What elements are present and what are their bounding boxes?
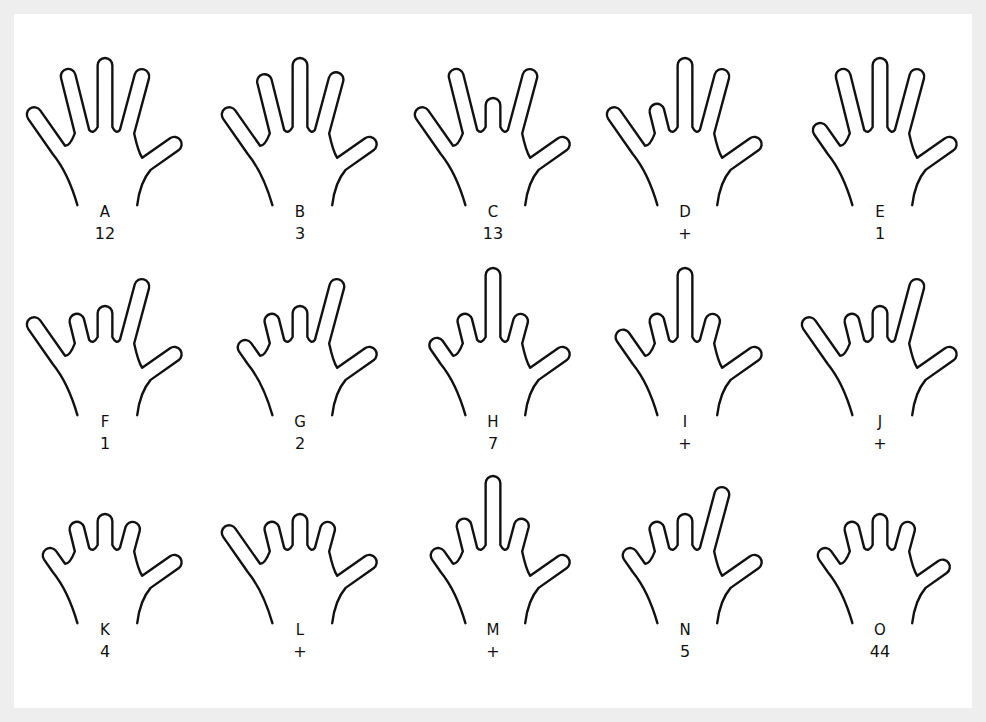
case-count: + (486, 643, 499, 660)
figure-letter: C (488, 204, 498, 221)
figure-letter: F (101, 414, 110, 431)
hand-outline (27, 58, 182, 205)
hand-outline (802, 279, 957, 415)
hand-outline (818, 514, 950, 623)
figure-letter: D (679, 204, 691, 221)
case-count: 12 (95, 225, 115, 242)
hand-outline (813, 58, 957, 205)
case-count: + (678, 435, 691, 452)
hand-outline (238, 279, 377, 415)
case-count: 2 (295, 435, 305, 452)
figure-letter: B (295, 204, 305, 221)
figure-letter: G (294, 414, 306, 431)
hand-outline (607, 58, 762, 205)
figure-letter: M (487, 622, 500, 639)
figure-letter: E (875, 204, 884, 221)
case-count: 5 (680, 643, 690, 660)
case-count: 4 (100, 643, 110, 660)
figure-letter: I (683, 414, 687, 431)
hand-outline (222, 514, 377, 623)
case-count: 7 (488, 435, 498, 452)
hand-outline (43, 514, 182, 623)
hand-outline (415, 69, 570, 205)
hand-outline (429, 268, 569, 415)
figure-letter: A (100, 204, 110, 221)
case-count: + (873, 435, 886, 452)
hand-outline (27, 279, 182, 415)
case-count: 1 (875, 225, 885, 242)
figure-letter: N (679, 622, 690, 639)
hand-outline (222, 58, 377, 205)
hand-outline (431, 476, 570, 623)
hand-outline (616, 268, 762, 415)
figure-letter: J (878, 414, 882, 431)
figure-letter: O (874, 622, 886, 639)
case-count: + (678, 225, 691, 242)
case-count: 44 (870, 643, 890, 660)
figure-letter: K (100, 622, 110, 639)
figure-letter: L (296, 622, 304, 639)
case-count: 3 (295, 225, 305, 242)
figure-panel (14, 14, 972, 708)
figure-letter: H (487, 414, 498, 431)
case-count: 13 (483, 225, 503, 242)
hand-outline (623, 487, 762, 623)
case-count: 1 (100, 435, 110, 452)
case-count: + (293, 643, 306, 660)
